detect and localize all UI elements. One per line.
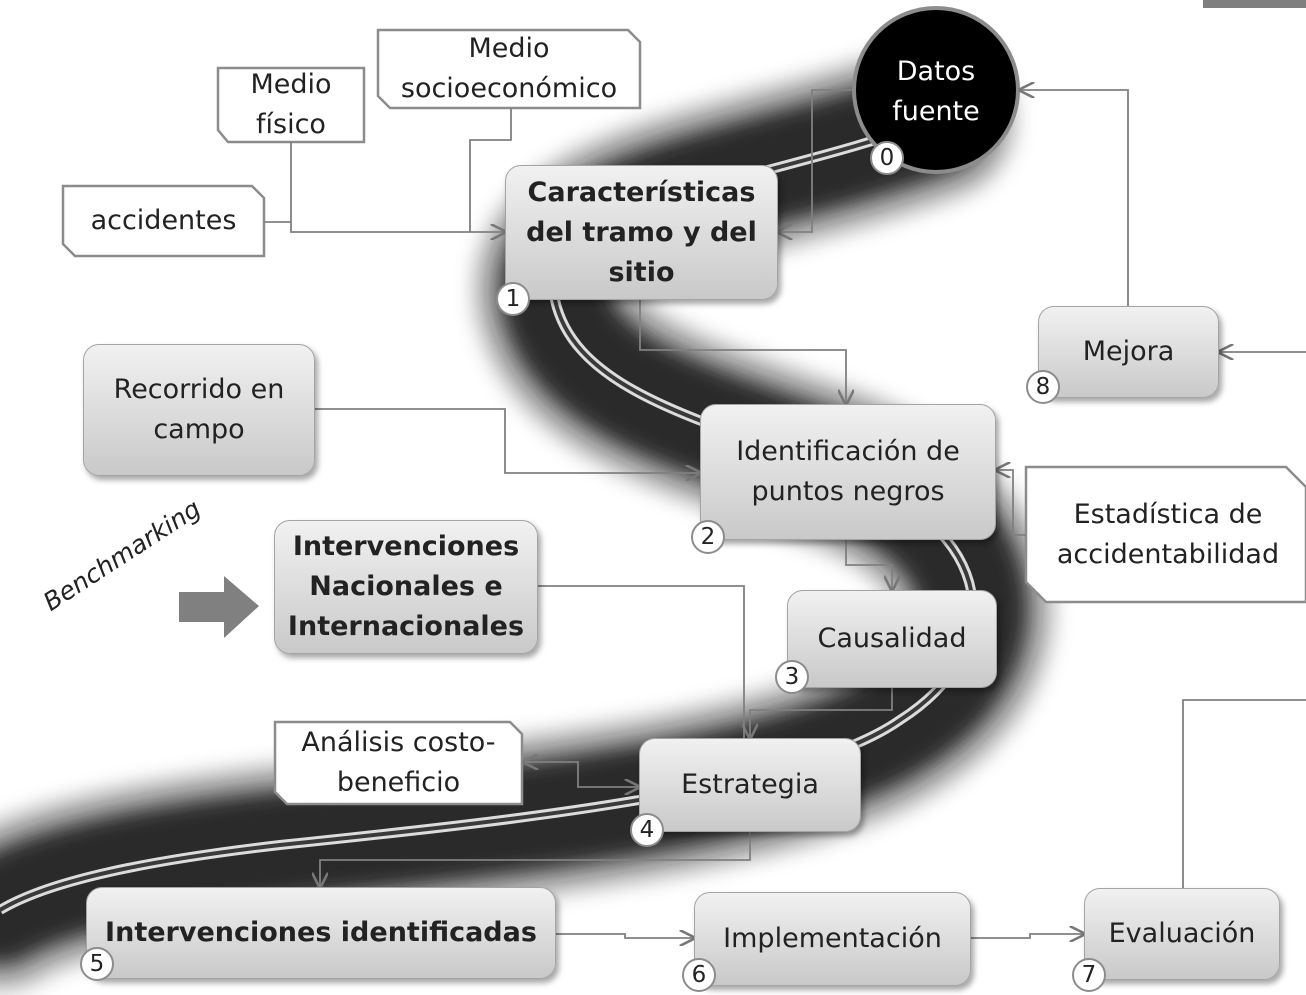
medio-socioeconomico-note: Medio socioeconómico: [400, 33, 618, 104]
intervenciones-nacionales-box[interactable]: Intervenciones Nacionales e Internaciona…: [274, 520, 538, 654]
step-number-1: 1: [496, 282, 530, 316]
step-identificacion-box[interactable]: Identificación de puntos negros: [700, 404, 996, 540]
step-estrategia-box[interactable]: Estrategia: [639, 738, 861, 832]
connector-4-to-5: [320, 832, 751, 887]
datos-fuente-node[interactable]: [852, 6, 1020, 174]
step-implementacion-box[interactable]: Implementación: [694, 892, 971, 986]
connector-5-to-6: [556, 934, 694, 938]
step-mejora-box[interactable]: Mejora: [1038, 306, 1219, 398]
connector-0-to-1: [778, 89, 852, 232]
medio-fisico-note: Medio físico: [250, 69, 332, 140]
connector-3-to-4: [750, 688, 893, 738]
connector-socio-to-1: [469, 108, 512, 232]
analisis-shape: [273, 720, 524, 806]
step-number-6: 6: [682, 958, 716, 992]
step-intervenciones-identificadas-box[interactable]: Intervenciones identificadas: [86, 887, 556, 979]
step-number-4: 4: [630, 813, 664, 847]
connector-2-to-3: [845, 540, 892, 590]
step-number-5: 5: [80, 947, 114, 981]
corner-tab: [1203, 0, 1306, 8]
estadistica-shape: [1024, 465, 1306, 604]
step-causalidad-box[interactable]: Causalidad: [787, 590, 997, 688]
datos-fuente-label[interactable]: Datos fuente: [892, 56, 980, 127]
estadistica-note: Estadística de accidentabilidad: [1056, 498, 1280, 570]
recorrido-campo-box[interactable]: Recorrido en campo: [83, 344, 315, 476]
connectors: [264, 90, 1306, 938]
step-number-7: 7: [1072, 958, 1106, 992]
connector-6-to-7: [971, 934, 1084, 938]
connector-recorrido-to-2: [315, 408, 700, 473]
accidentes-note: accidentes: [90, 205, 237, 236]
step-number-2: 2: [691, 520, 725, 554]
connector-estadistica-to-2: [996, 470, 1026, 536]
connector-analisis-4: [524, 762, 639, 787]
connector-8-to-0: [1020, 90, 1129, 306]
benchmarking-arrow: [179, 576, 259, 638]
connector-intnac-to-4: [538, 585, 745, 738]
accidentes-shape: [61, 184, 266, 258]
step-number-0: 0: [870, 141, 904, 175]
connector-fisico-to-1: [290, 142, 505, 232]
step-caracteristicas-box[interactable]: Características del tramo y del sitio: [505, 165, 778, 300]
step-number-8: 8: [1026, 370, 1060, 404]
connector-7-up: [1182, 699, 1306, 888]
analisis-costo-note: Análisis costo- beneficio: [301, 727, 496, 798]
medio-fisico-shape: [216, 66, 366, 144]
step-number-3: 3: [775, 660, 809, 694]
medio-socio-shape: [376, 28, 642, 110]
connector-1-to-2: [639, 300, 846, 404]
step-evaluacion-box[interactable]: Evaluación: [1084, 888, 1280, 980]
